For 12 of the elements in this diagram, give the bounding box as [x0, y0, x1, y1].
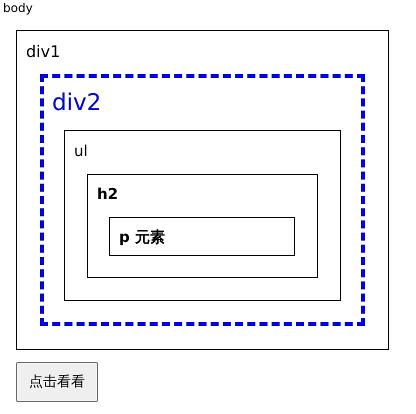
box-title: h2 [97, 185, 118, 203]
body-label: body [3, 1, 33, 15]
click-button: 点击看看 [16, 362, 98, 402]
box-title: ul [74, 142, 88, 160]
box-title: div1 [26, 42, 60, 61]
h2-box [87, 174, 318, 278]
div1-box [16, 30, 389, 350]
box-title: p 元素 [119, 228, 165, 247]
p-box [109, 217, 295, 256]
box-title: div2 [52, 90, 102, 116]
ul-box [64, 130, 341, 301]
div2-box [40, 74, 365, 326]
